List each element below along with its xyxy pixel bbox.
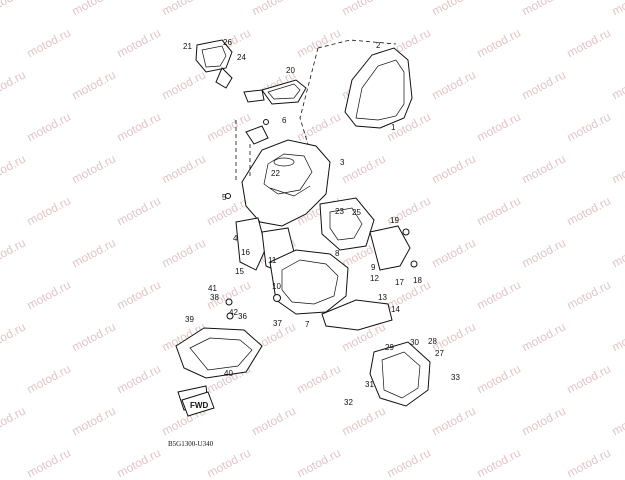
callout-13: 13 xyxy=(378,293,387,302)
callout-42: 42 xyxy=(229,308,238,317)
callout-31: 31 xyxy=(365,380,374,389)
callout-41: 41 xyxy=(208,284,217,293)
mirror-right xyxy=(243,79,307,105)
diagram-code: B5G1300-U340 xyxy=(168,440,214,448)
callout-22: 22 xyxy=(271,169,280,178)
callout-28: 28 xyxy=(428,337,437,346)
callout-36: 36 xyxy=(238,312,247,321)
fwd-label: FWD xyxy=(190,401,208,410)
callout-21: 21 xyxy=(183,42,192,51)
callout-8: 8 xyxy=(335,249,340,258)
side-panel-left xyxy=(235,217,295,273)
callout-30: 30 xyxy=(410,338,419,347)
under-cowling xyxy=(269,249,393,331)
callout-1: 1 xyxy=(391,123,396,132)
callout-37: 37 xyxy=(273,319,282,328)
callout-5: 5 xyxy=(222,193,227,202)
fwd-indicator: FWD xyxy=(181,391,215,417)
callout-12: 12 xyxy=(370,274,379,283)
exploded-view: FWD B5G1300-U340 12345678910111213141516… xyxy=(168,38,460,448)
callout-4: 4 xyxy=(233,234,238,243)
callout-23: 23 xyxy=(335,207,344,216)
callout-15: 15 xyxy=(235,267,244,276)
callout-24: 24 xyxy=(237,53,246,62)
callout-18: 18 xyxy=(413,276,422,285)
callout-6: 6 xyxy=(282,116,287,125)
mirror-left xyxy=(195,39,233,89)
callout-2: 2 xyxy=(376,41,381,50)
callout-25: 25 xyxy=(352,208,361,217)
callout-26: 26 xyxy=(223,38,232,47)
callout-3: 3 xyxy=(340,158,345,167)
callout-7: 7 xyxy=(305,320,310,329)
callout-17: 17 xyxy=(395,278,404,287)
callout-32: 32 xyxy=(344,398,353,407)
callout-10: 10 xyxy=(272,282,281,291)
callout-14: 14 xyxy=(391,305,400,314)
callout-20: 20 xyxy=(286,66,295,75)
stay-bracket xyxy=(319,197,411,271)
callout-16: 16 xyxy=(241,248,250,257)
lower-panel-right xyxy=(369,341,431,407)
callout-39: 39 xyxy=(185,315,194,324)
fasteners xyxy=(225,119,418,320)
callout-11: 11 xyxy=(268,256,277,265)
callout-29: 29 xyxy=(385,343,394,352)
callout-38: 38 xyxy=(210,293,219,302)
callout-19: 19 xyxy=(390,216,399,225)
duct xyxy=(235,120,269,182)
callout-33: 33 xyxy=(451,373,460,382)
callout-40: 40 xyxy=(224,369,233,378)
upper-cowling xyxy=(241,139,331,227)
callout-27: 27 xyxy=(435,349,444,358)
callout-9: 9 xyxy=(371,263,376,272)
